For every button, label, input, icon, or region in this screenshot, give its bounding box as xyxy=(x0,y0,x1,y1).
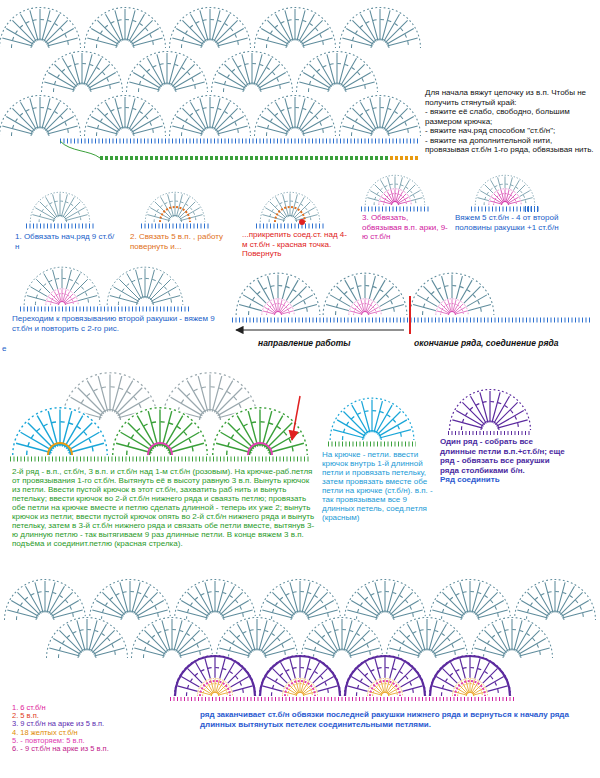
instruction-text: 2-й ряд - в.п., ст.б/н, 3 в.п. и ст.б/н … xyxy=(12,467,317,548)
instruction-text: На крючке - петли. ввести крючок внутрь … xyxy=(322,450,437,522)
direction-label: окончание ряда, соединение ряда xyxy=(414,338,594,348)
instruction-text: Ряд соединить xyxy=(440,475,565,485)
step-caption: 3. Обвязать, обвязывая в.п. арки, 9-ю ст… xyxy=(362,213,450,242)
legend-item: 6. - 9 ст.б/н на арке из 5 в.п. xyxy=(12,745,197,753)
legend-item: 1. 6 ст.б/н xyxy=(12,704,197,712)
instruction-text: - вяжите на дополнительной нити, провязы… xyxy=(425,136,595,155)
instruction-text: - вяжите её слабо, свободно, большим раз… xyxy=(425,107,595,126)
instruction-text: Один ряд - собрать все длинные петли в.п… xyxy=(440,437,565,475)
legend-item: 4. 18 желтых ст.б/н xyxy=(12,729,197,737)
step-caption: ...прикрепить соед.ст. над 4-м ст.б/н - … xyxy=(242,230,350,259)
legend-item: 3. 9 ст.б/н на арке из 5 в.п. xyxy=(12,720,197,728)
direction-label: направление работы xyxy=(258,338,398,348)
instruction-text: - вяжите нач.ряд способом "ст.б/н"; xyxy=(425,126,595,136)
text-fragment: е xyxy=(2,344,12,354)
legend-item: 5. - повторяем: 5 в.п. xyxy=(12,737,197,745)
instruction-text: ряд заканчивает ст.б/н обвязки последней… xyxy=(200,710,595,729)
instruction-text: Для начала вяжут цепочку из в.п. Чтобы н… xyxy=(425,88,595,107)
step-caption: Вяжем 5 ст.б/н - 4 от второй половины ра… xyxy=(455,213,570,232)
legend-item: 2. 5 в.п. xyxy=(12,712,197,720)
step-caption: Переходим к провязыванию второй ракушки … xyxy=(12,314,227,333)
step-caption: 1. Обвязать нач.ряд 9 ст.б/н xyxy=(15,232,115,251)
shell-pattern xyxy=(0,6,422,136)
step-caption: 2. Связать 5 в.п. , работу повернуть и..… xyxy=(130,232,240,251)
